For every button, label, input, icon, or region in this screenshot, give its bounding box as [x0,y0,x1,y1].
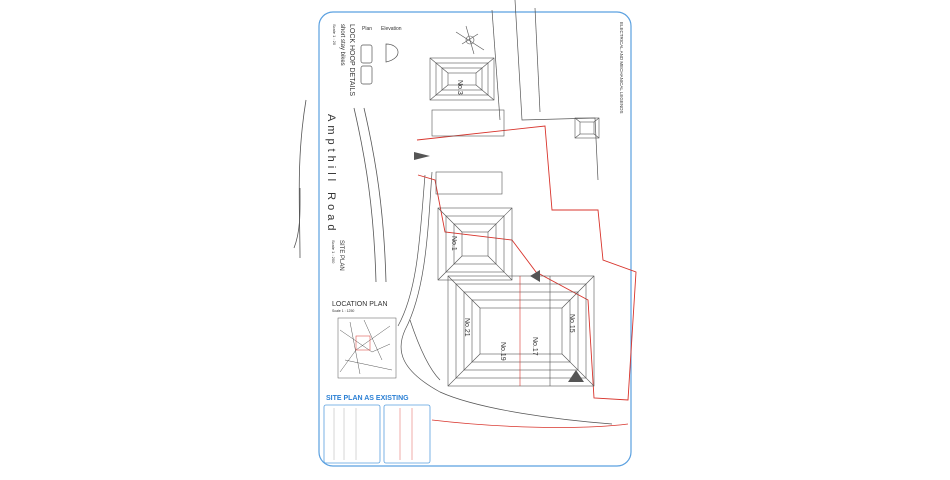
location-plan-title: LOCATION PLAN [332,301,388,308]
title-block-heading: SITE PLAN AS EXISTING [326,395,409,402]
title-block-boxes [323,404,431,464]
site-plan-label: SITE PLAN [338,240,344,271]
building-no1 [437,207,513,281]
building-no3 [429,57,495,101]
garages [431,109,505,195]
lock-hoop-plan-label: Plan [362,26,372,32]
site-outer-lines [397,0,613,425]
terrace-block [447,275,595,387]
lock-hoop-title: LOCK HOOP DETAILS [348,24,355,96]
electrical-legend-heading: ELECTRICAL AND MECHANICAL LEGENDS [619,22,624,113]
lock-hoop-elevation-label: Elevation [381,26,402,32]
house-label-no15: No.15 [568,314,575,333]
site-plan-scale: Scale 1 : 200 [331,240,336,264]
north-arrow [455,25,485,55]
road-name: Ampthill Road [325,114,337,234]
lock-hoop-drawing [360,43,399,85]
small-pyramid [574,117,600,139]
house-label-no1: No.1 [450,236,457,251]
house-label-no19: No.19 [499,342,506,361]
sheet-border [318,11,632,467]
lock-hoop-scale: Scale 1 : 20 [332,24,337,46]
location-plan-map [337,317,397,379]
house-label-no21: No.21 [463,318,470,337]
road-lines [293,99,387,283]
location-plan-scale: Scale 1 : 1250 [332,309,354,313]
north-markers [414,152,584,382]
site-boundary [416,125,637,401]
house-label-no3: No.3 [456,80,463,95]
lock-hoop-subtitle: short stay bikes [339,24,345,66]
house-label-no17: No.17 [531,337,538,356]
